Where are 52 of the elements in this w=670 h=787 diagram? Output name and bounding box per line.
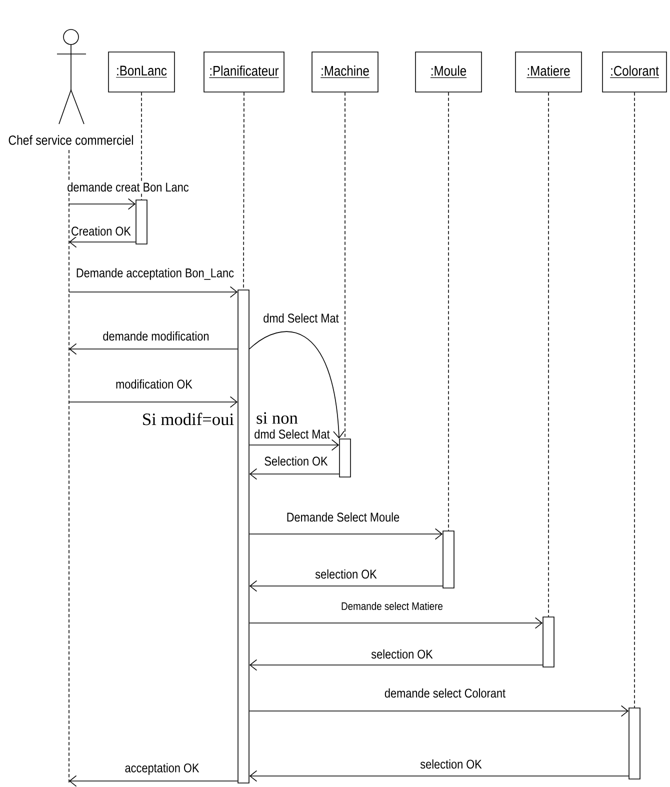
lifeline xyxy=(344,92,346,439)
edge-label: Demande Select Moule xyxy=(285,511,401,523)
message-arrow xyxy=(69,775,238,787)
activation-bar xyxy=(339,438,351,478)
activation-bar xyxy=(136,200,148,244)
message-arrow xyxy=(249,770,629,782)
edge-label: selection OK xyxy=(370,648,434,660)
lifeline xyxy=(634,92,635,708)
guard-label: Si modif=oui xyxy=(143,412,234,426)
message-arrow xyxy=(249,580,443,592)
message-arrow xyxy=(68,396,238,408)
message-arrow xyxy=(68,286,238,298)
object-box: :BonLanc xyxy=(108,52,175,92)
message-arrow xyxy=(68,198,136,210)
object-box: :Matiere xyxy=(515,52,582,92)
activation-bar xyxy=(542,616,554,668)
activation-bar xyxy=(628,708,640,780)
message-arrow xyxy=(69,236,136,248)
object-box: :Machine xyxy=(312,52,378,92)
object-box: :Moule xyxy=(415,52,482,92)
lifeline xyxy=(243,92,244,290)
edge-label: demande creat Bon Lanc xyxy=(66,181,190,193)
edge-label: Demande acceptation Bon_Lanc xyxy=(74,266,236,282)
activation-bar xyxy=(442,530,454,588)
message-arrow xyxy=(249,659,543,671)
message-arrow xyxy=(249,439,340,451)
message-arrow xyxy=(249,617,543,629)
edge-label: demande modification xyxy=(101,330,211,342)
message-arrow xyxy=(249,528,443,540)
edge-label: selection OK xyxy=(418,758,484,770)
object-box: :Planificateur xyxy=(204,52,284,92)
message-arrow xyxy=(249,331,345,439)
message-arrow xyxy=(249,705,629,717)
node-label: Chef service commerciel xyxy=(8,135,133,145)
activation-bar xyxy=(238,290,250,784)
object-box: :Colorant xyxy=(602,52,667,92)
edge-label: acceptation OK xyxy=(123,762,201,776)
lifeline xyxy=(548,92,549,617)
edge-label: modification OK xyxy=(114,378,194,390)
edge-label: dmd Select Mat xyxy=(252,428,332,440)
edge-label: dmd Select Mat xyxy=(262,312,340,324)
lifeline xyxy=(68,150,70,784)
edge-label: Creation OK xyxy=(70,225,132,237)
message-arrow xyxy=(69,343,238,355)
edge-label: Demande select Matiere xyxy=(340,600,444,612)
message-arrow xyxy=(249,468,340,480)
edge-label: Selection OK xyxy=(262,455,330,467)
guard-label: si non xyxy=(256,412,298,424)
edge-label: selection OK xyxy=(314,568,378,580)
lifeline xyxy=(448,92,449,531)
lifeline xyxy=(141,92,142,200)
edge-label: demande select Colorant xyxy=(383,687,507,699)
